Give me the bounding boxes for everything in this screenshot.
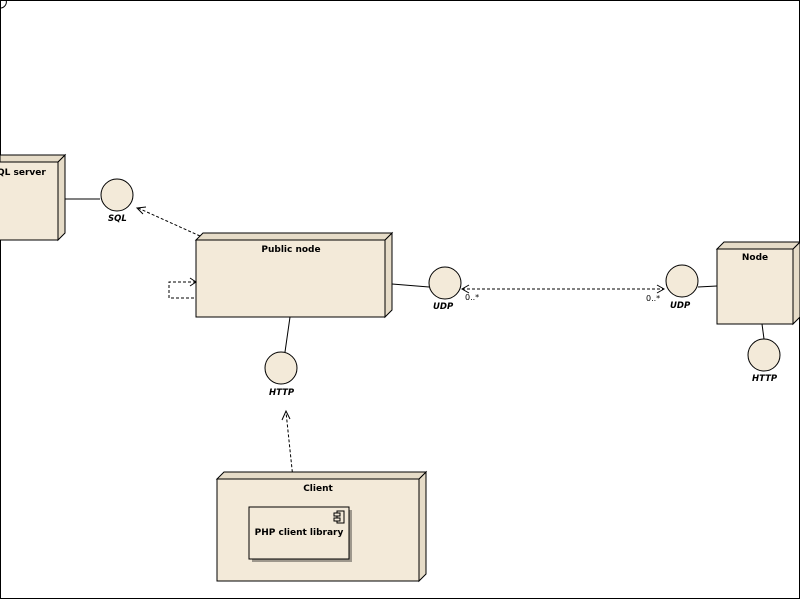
component-icon-port-top (333, 512, 341, 517)
public-node-self-dependency (168, 281, 196, 299)
component-icon (336, 510, 345, 524)
http-node-label: HTTP (752, 374, 778, 384)
node-client-label: Client (303, 484, 333, 494)
component-body (248, 506, 350, 560)
udp-node-multiplicity: 0..* (646, 294, 660, 303)
node-sql-server-front (0, 161, 59, 241)
node-node[interactable]: Node (715, 241, 800, 326)
http-public-link (284, 316, 291, 353)
dependency-public-to-sql-arrowhead (135, 206, 147, 215)
public-node-self-dependency-arrowhead (189, 277, 197, 287)
node-sql-server-top (0, 154, 67, 163)
udp-node-label: UDP (670, 301, 691, 311)
node-public-side (384, 231, 393, 319)
http-node-lollipop[interactable] (747, 338, 781, 372)
node-node-top (715, 241, 800, 250)
udp-public-link (391, 283, 430, 288)
node-public-front (195, 239, 386, 318)
node-sql-server[interactable]: QL server (0, 153, 67, 242)
node-node-label: Node (742, 253, 768, 263)
node-node-side (792, 241, 800, 326)
http-public-lollipop[interactable] (264, 351, 298, 385)
udp-node-lollipop[interactable] (665, 264, 699, 298)
component-php-client-library[interactable]: PHP client library (248, 506, 352, 562)
node-public[interactable]: Public node (194, 231, 394, 319)
sql-interface-lollipop[interactable] (100, 178, 134, 212)
node-node-front (716, 248, 794, 325)
node-client-side (418, 470, 427, 583)
component-php-client-library-label: PHP client library (255, 528, 344, 538)
node-sql-server-side (57, 153, 66, 242)
component-icon-port-bottom (333, 517, 341, 522)
udp-public-label: UDP (433, 302, 454, 312)
udp-public-multiplicity: 0..* (465, 293, 479, 302)
node-client-top (215, 471, 428, 480)
udp-peer-arrowhead-right (656, 284, 666, 294)
dependency-public-to-sql (137, 207, 201, 237)
udp-public-lollipop[interactable] (428, 266, 462, 300)
http-public-label: HTTP (269, 388, 295, 398)
udp-node-link (697, 285, 718, 288)
dependency-client-to-http-arrowhead (281, 409, 291, 421)
node-sql-server-label: QL server (0, 168, 46, 178)
node-public-label: Public node (261, 245, 320, 255)
udp-peer-arrowhead-left (460, 284, 470, 294)
frame-corner (0, 0, 7, 9)
http-node-link (761, 323, 765, 340)
sql-interface-label: SQL (108, 214, 127, 224)
node-public-top (194, 232, 394, 241)
